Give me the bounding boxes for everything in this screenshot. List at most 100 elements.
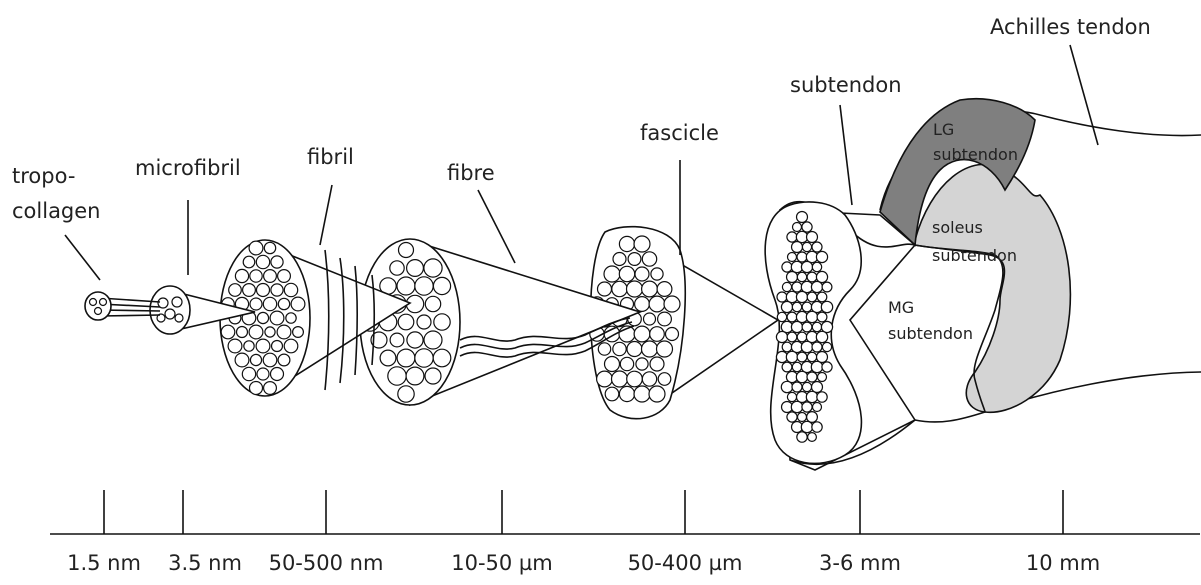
microfibril-circle — [249, 241, 263, 255]
microfibril-circle — [264, 242, 275, 253]
fascicle-circle — [797, 272, 806, 281]
microfibril-circle — [265, 327, 275, 337]
microfibril-circle — [256, 339, 270, 353]
fascicle-circle — [822, 362, 832, 372]
microfibril-circle — [221, 325, 235, 339]
fibre-circle — [666, 328, 679, 341]
microfibril-circle — [271, 368, 284, 381]
fibril-circle — [407, 260, 424, 277]
fascicle-circle — [807, 412, 818, 423]
fascicle-circle — [787, 272, 798, 283]
microfibril-circle — [228, 339, 242, 353]
fibril-circle — [380, 350, 396, 366]
fascicle-circle — [791, 401, 802, 412]
fascicle-circle — [776, 331, 787, 342]
scale-label-6: 3-6 mm — [819, 551, 901, 575]
fibril-circle — [397, 277, 415, 295]
fascicle-circle — [802, 242, 811, 251]
label-tropocollagen-1: tropo- — [12, 164, 75, 188]
fibre-circle — [642, 252, 656, 266]
fascicle-circle — [782, 262, 792, 272]
microfibril-circle — [244, 341, 254, 351]
label-fibre: fibre — [447, 161, 495, 185]
fascicle-circle — [781, 301, 792, 312]
label-soleus: soleus — [932, 218, 983, 237]
fibre-circle — [598, 343, 610, 355]
fibre-circle — [644, 313, 656, 325]
fascicle-circle — [802, 222, 812, 232]
fibril-circle — [424, 259, 442, 277]
fibre-circle — [657, 282, 672, 297]
fascicle-circle — [792, 242, 803, 253]
fibril-circle — [388, 367, 406, 385]
leader-fibril — [320, 185, 332, 245]
fibre-circle — [649, 386, 665, 402]
scale-label-1: 1.5 nm — [67, 551, 141, 575]
fibril-circle — [398, 314, 414, 330]
fascicle-circle — [777, 292, 787, 302]
fibre-circle — [664, 296, 680, 312]
fibre-circle — [649, 296, 665, 312]
fibre-circle — [634, 386, 650, 402]
fibre-circle — [634, 326, 650, 342]
fibril-circle — [433, 277, 450, 294]
label-fascicle: fascicle — [640, 121, 719, 145]
fibre-circle — [642, 281, 658, 297]
fibril-circle — [424, 331, 442, 349]
microfibril-circle — [284, 283, 297, 296]
fascicle-circle — [806, 311, 817, 322]
fibre-circle — [604, 266, 620, 282]
fibril-circle — [398, 386, 414, 402]
fibre-circle — [620, 357, 633, 370]
fibre-circle — [657, 341, 673, 357]
scale-label-7: 10 mm — [1026, 551, 1100, 575]
fibre-circle — [642, 372, 656, 386]
microfibril-circle — [291, 297, 305, 311]
fibril-circle — [399, 243, 414, 258]
microfibril-circle — [256, 255, 269, 268]
fascicle-circle — [797, 432, 807, 442]
fascicle-circle — [782, 362, 792, 372]
microfibril-circle — [278, 270, 291, 283]
fibre-circle — [619, 266, 634, 281]
fascicle-circle — [813, 403, 822, 412]
label-mg-subtendon: subtendon — [888, 324, 973, 343]
microfibril-circle — [257, 312, 268, 323]
fascicle-circle — [818, 373, 827, 382]
microfibril-circle — [235, 353, 249, 367]
fibre-circle — [650, 327, 665, 342]
fibre-circle — [658, 312, 672, 326]
microfibril-circle — [250, 270, 262, 282]
fascicle-circle — [802, 382, 811, 391]
fascicle-circle — [797, 332, 807, 342]
microfibril-circle — [243, 284, 256, 297]
scale-label-3: 50-500 nm — [269, 551, 384, 575]
microfibril-circle — [264, 270, 277, 283]
fibril-circle — [397, 349, 415, 367]
microfibril-circle — [263, 353, 277, 367]
fascicle-circle — [822, 282, 832, 292]
fibre-circle — [619, 386, 634, 401]
fibre-circle — [627, 342, 642, 357]
fascicle-circle — [796, 371, 807, 382]
fibre-circle — [650, 357, 664, 371]
fibril-circle — [390, 261, 404, 275]
microfibril-circle — [229, 284, 242, 297]
fascicle-circle — [792, 382, 802, 392]
microfibril-circle — [272, 341, 283, 352]
fibre-circle — [642, 341, 658, 357]
fascicle-circle — [786, 351, 797, 362]
leader-subtendon — [840, 105, 852, 205]
fascicle-circle — [817, 312, 827, 322]
fascicle-circle — [817, 292, 827, 302]
fascicle-circle — [816, 331, 827, 342]
fascicle-circle — [808, 433, 817, 442]
label-soleus-subtendon: subtendon — [932, 246, 1017, 265]
fascicle-circle — [787, 232, 797, 242]
microfibril-circle — [237, 327, 248, 338]
microfibril-circle — [263, 297, 276, 310]
scale-label-2: 3.5 nm — [168, 551, 242, 575]
fibre-circle — [628, 253, 641, 266]
fascicle-circle — [793, 223, 802, 232]
microfibril-circle — [270, 311, 284, 325]
